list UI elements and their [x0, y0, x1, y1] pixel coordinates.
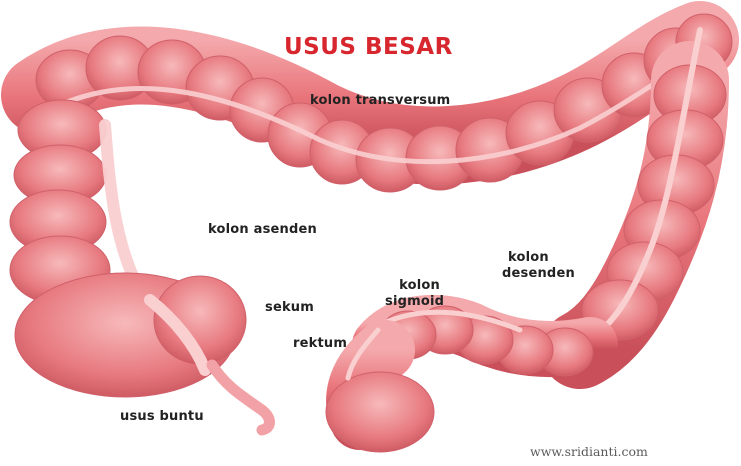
page-title: USUS BESAR	[284, 34, 453, 60]
label-kolon-desenden-line1: kolon	[502, 250, 575, 266]
appendix	[212, 365, 270, 430]
label-usus-buntu: usus buntu	[120, 409, 204, 425]
label-kolon-sigmoid-line1: kolon	[385, 278, 444, 294]
label-kolon-sigmoid-line2: sigmoid	[385, 294, 444, 310]
label-sekum: sekum	[265, 300, 314, 316]
label-kolon-desenden-line2: desenden	[502, 266, 575, 282]
label-rektum: rektum	[293, 336, 347, 352]
label-kolon-sigmoid: kolon sigmoid	[385, 278, 444, 310]
label-kolon-transversum: kolon transversum	[310, 93, 450, 109]
label-kolon-desenden: kolon desenden	[502, 250, 575, 282]
label-kolon-asenden: kolon asenden	[208, 222, 317, 238]
cecum	[15, 273, 246, 397]
watermark-url: www.sridianti.com	[530, 444, 648, 459]
